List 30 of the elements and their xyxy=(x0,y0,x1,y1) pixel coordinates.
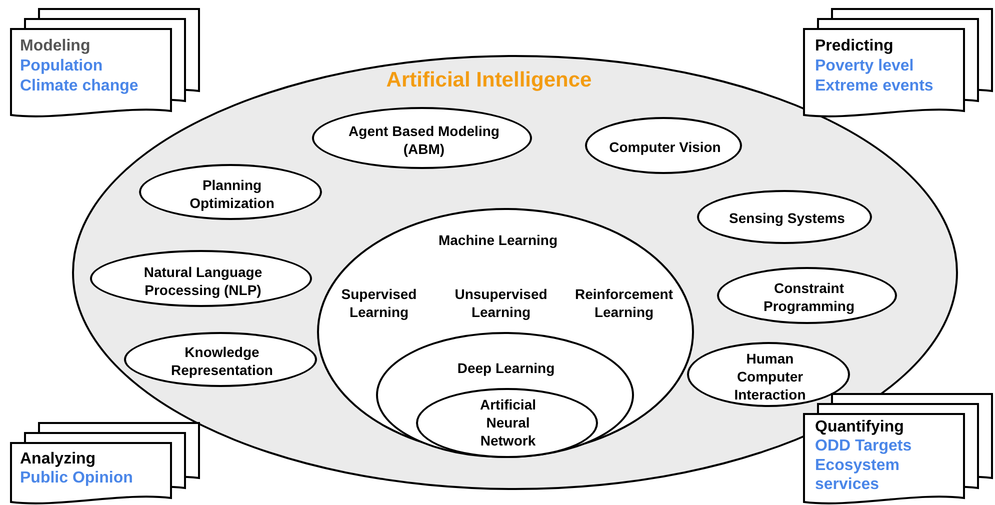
topic-label: Natural Language Processing (NLP) xyxy=(142,262,264,300)
stack-heading: Predicting xyxy=(815,36,894,56)
stack-item: Ecosystem services xyxy=(815,456,900,494)
stack-heading: Analyzing xyxy=(20,449,97,469)
stack-item: Population xyxy=(20,56,104,76)
topic-label: Human Computer Interaction xyxy=(733,350,807,404)
topic-label: Sensing Systems xyxy=(728,208,846,228)
topic-label: Computer Vision xyxy=(608,138,722,156)
topic-label: Planning Optimization xyxy=(188,176,276,212)
topic-label: Deep Learning xyxy=(456,358,556,378)
topic-label: Supervised Learning xyxy=(340,284,418,322)
topic-label: Reinforcement Learning xyxy=(574,284,674,322)
topic-label: Machine Learning xyxy=(437,230,559,250)
topic-label: Agent Based Modeling (ABM) xyxy=(348,122,500,158)
stack-heading: Modeling xyxy=(20,36,92,56)
document-stack xyxy=(803,393,993,505)
topic-label: Constraint Programming xyxy=(762,278,856,316)
document-stack xyxy=(10,8,200,118)
stack-heading: Quantifying xyxy=(815,417,905,437)
stack-item: Public Opinion xyxy=(20,468,134,488)
document-stack xyxy=(803,8,993,118)
topic-label: Knowledge Representation xyxy=(170,342,274,380)
document-stack xyxy=(10,422,200,505)
topic-label: Artificial Neural Network xyxy=(478,396,537,450)
stack-item: Poverty level xyxy=(815,56,915,76)
stack-item: ODD Targets xyxy=(815,436,913,456)
stack-item: Extreme events xyxy=(815,76,934,96)
stack-item: Climate change xyxy=(20,76,140,96)
topic-label: Unsupervised Learning xyxy=(454,284,548,322)
diagram-heading: Artificial Intelligence xyxy=(385,67,593,94)
